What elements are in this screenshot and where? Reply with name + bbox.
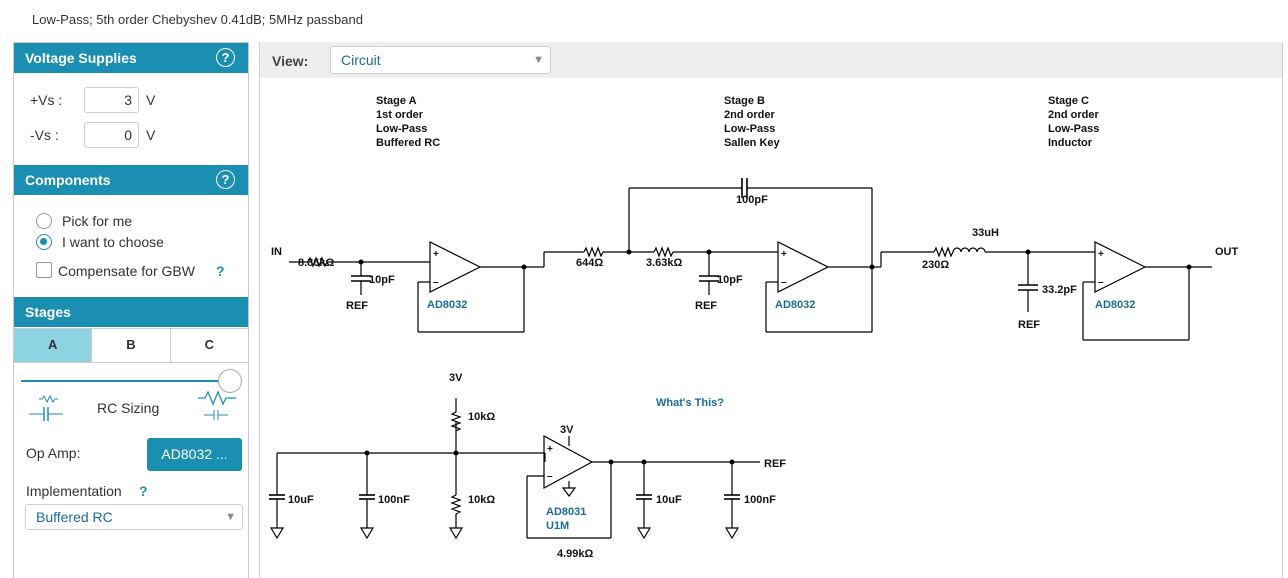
tab-stage-b[interactable]: B bbox=[92, 329, 171, 362]
stage-b-line-4: Sallen Key bbox=[724, 137, 781, 149]
vs-neg-input[interactable]: 0 bbox=[84, 122, 139, 148]
stage-b-line-2: 2nd order bbox=[724, 109, 775, 121]
voltage-supplies-title: Voltage Supplies bbox=[25, 50, 137, 66]
amp-ref-part-link[interactable]: AD8031 bbox=[546, 506, 586, 518]
r3-value: 3.63kΩ bbox=[646, 257, 683, 269]
stage-a-line-1: Stage A bbox=[376, 95, 417, 107]
rc-sizing-label: RC Sizing bbox=[97, 400, 160, 416]
r-feedback-value: 4.99kΩ bbox=[557, 548, 594, 560]
implementation-value: Buffered RC bbox=[36, 509, 113, 525]
c-100nf-left-value: 100nF bbox=[378, 494, 410, 506]
pick-for-me-radio[interactable] bbox=[36, 213, 52, 229]
compensate-gbw-label[interactable]: Compensate for GBW bbox=[58, 263, 195, 279]
implementation-help-icon[interactable]: ? bbox=[139, 483, 148, 499]
voltage-help-icon[interactable]: ? bbox=[216, 48, 235, 67]
large-resistor-icon bbox=[198, 390, 236, 420]
rc-sizing-slider[interactable] bbox=[21, 369, 243, 393]
circuit-panel: View: Circuit ▼ bbox=[259, 42, 1283, 578]
page-title: Low-Pass; 5th order Chebyshev 0.41dB; 5M… bbox=[32, 12, 363, 27]
compensate-help-icon[interactable]: ? bbox=[216, 263, 225, 279]
stage-b-line-1: Stage B bbox=[724, 95, 765, 107]
slider-track bbox=[21, 380, 231, 382]
c-10uf-right-value: 10uF bbox=[656, 494, 682, 506]
amp-c-minus: – bbox=[1098, 277, 1104, 288]
stage-c-line-3: Low-Pass bbox=[1048, 123, 1099, 135]
view-toolbar: View: Circuit ▼ bbox=[260, 42, 1282, 78]
view-value: Circuit bbox=[341, 52, 381, 68]
stage-tabs: A B C bbox=[14, 328, 248, 363]
r-bottom-value: 10kΩ bbox=[468, 494, 495, 506]
tab-stage-a[interactable]: A bbox=[14, 329, 93, 362]
compensate-gbw-checkbox[interactable] bbox=[36, 262, 52, 278]
chevron-down-icon: ▼ bbox=[533, 54, 544, 66]
vs-pos-input[interactable]: 3 bbox=[84, 87, 139, 113]
choose-radio[interactable] bbox=[36, 234, 52, 250]
c2-value: 10pF bbox=[717, 274, 743, 286]
c-100nf-right-value: 100nF bbox=[744, 494, 776, 506]
r-top-value: 10kΩ bbox=[468, 411, 495, 423]
voltage-supplies-header: Voltage Supplies ? bbox=[14, 43, 248, 73]
l1-value: 33uH bbox=[972, 227, 999, 239]
components-title: Components bbox=[25, 172, 111, 188]
stage-b-line-3: Low-Pass bbox=[724, 123, 775, 135]
whats-this-link[interactable]: What's This? bbox=[656, 397, 724, 409]
v3-top-label: 3V bbox=[449, 372, 463, 384]
output-label: OUT bbox=[1215, 246, 1239, 258]
r4-value: 230Ω bbox=[922, 259, 949, 271]
op-amp-select-button[interactable]: AD8032 ... bbox=[147, 438, 242, 471]
vs-pos-label: +Vs : bbox=[30, 92, 63, 108]
chevron-down-icon: ▼ bbox=[225, 511, 236, 523]
vs-neg-unit: V bbox=[146, 127, 156, 143]
amp-ref-part-suffix[interactable]: U1M bbox=[546, 520, 569, 532]
ref-b-label: REF bbox=[695, 300, 717, 312]
components-help-icon[interactable]: ? bbox=[216, 170, 235, 189]
implementation-label: Implementation bbox=[26, 483, 122, 499]
amp-ref-minus: – bbox=[547, 471, 553, 482]
c3-value: 33.2pF bbox=[1042, 284, 1077, 296]
amp-c-plus: + bbox=[1098, 249, 1104, 260]
c-10uf-left-value: 10uF bbox=[288, 494, 314, 506]
components-header: Components ? bbox=[14, 165, 248, 195]
v3-amp-label: 3V bbox=[560, 424, 574, 436]
op-amp-label: Op Amp: bbox=[26, 445, 81, 461]
amp-a-part-link[interactable]: AD8032 bbox=[427, 299, 467, 311]
stage-a-line-3: Low-Pass bbox=[376, 123, 427, 135]
stages-header: Stages bbox=[14, 297, 248, 327]
stage-a-line-4: Buffered RC bbox=[376, 137, 440, 149]
junction-dots bbox=[358, 249, 1192, 465]
amp-ref-plus: + bbox=[547, 444, 553, 455]
amp-a-plus: + bbox=[433, 249, 439, 260]
settings-sidebar: Voltage Supplies ? +Vs : 3 V -Vs : 0 V C… bbox=[13, 42, 249, 578]
view-select[interactable]: Circuit ▼ bbox=[330, 46, 551, 74]
amp-b-minus: – bbox=[781, 277, 787, 288]
r1-value: 8.86kΩ bbox=[298, 257, 335, 269]
pick-for-me-label[interactable]: Pick for me bbox=[62, 213, 133, 229]
vs-pos-unit: V bbox=[146, 92, 156, 108]
amp-b-part-link[interactable]: AD8032 bbox=[775, 299, 815, 311]
amp-b-plus: + bbox=[781, 249, 787, 260]
stages-title: Stages bbox=[25, 304, 71, 320]
input-label: IN bbox=[271, 246, 282, 258]
amp-a-minus: – bbox=[433, 277, 439, 288]
stage-c-line-1: Stage C bbox=[1048, 95, 1089, 107]
c-feedback-value: 100pF bbox=[736, 194, 768, 206]
r2-value: 644Ω bbox=[576, 257, 603, 269]
ref-c-label: REF bbox=[1018, 319, 1040, 331]
vs-neg-label: -Vs : bbox=[30, 127, 59, 143]
choose-label[interactable]: I want to choose bbox=[62, 234, 164, 250]
implementation-select[interactable]: Buffered RC ▼ bbox=[25, 504, 243, 530]
c1-value: 10pF bbox=[369, 274, 395, 286]
circuit-diagram: Stage A 1st order Low-Pass Buffered RC S… bbox=[269, 95, 1239, 560]
stage-c-line-4: Inductor bbox=[1048, 137, 1093, 149]
ref-out-label: REF bbox=[764, 458, 786, 470]
tab-stage-c[interactable]: C bbox=[204, 337, 215, 352]
amp-c-part-link[interactable]: AD8032 bbox=[1095, 299, 1135, 311]
slider-handle[interactable] bbox=[218, 369, 242, 393]
ref-a-label: REF bbox=[346, 300, 368, 312]
view-label: View: bbox=[272, 53, 309, 69]
small-resistor-icon bbox=[29, 394, 63, 421]
stage-c-line-2: 2nd order bbox=[1048, 109, 1099, 121]
stage-a-line-2: 1st order bbox=[376, 109, 424, 121]
